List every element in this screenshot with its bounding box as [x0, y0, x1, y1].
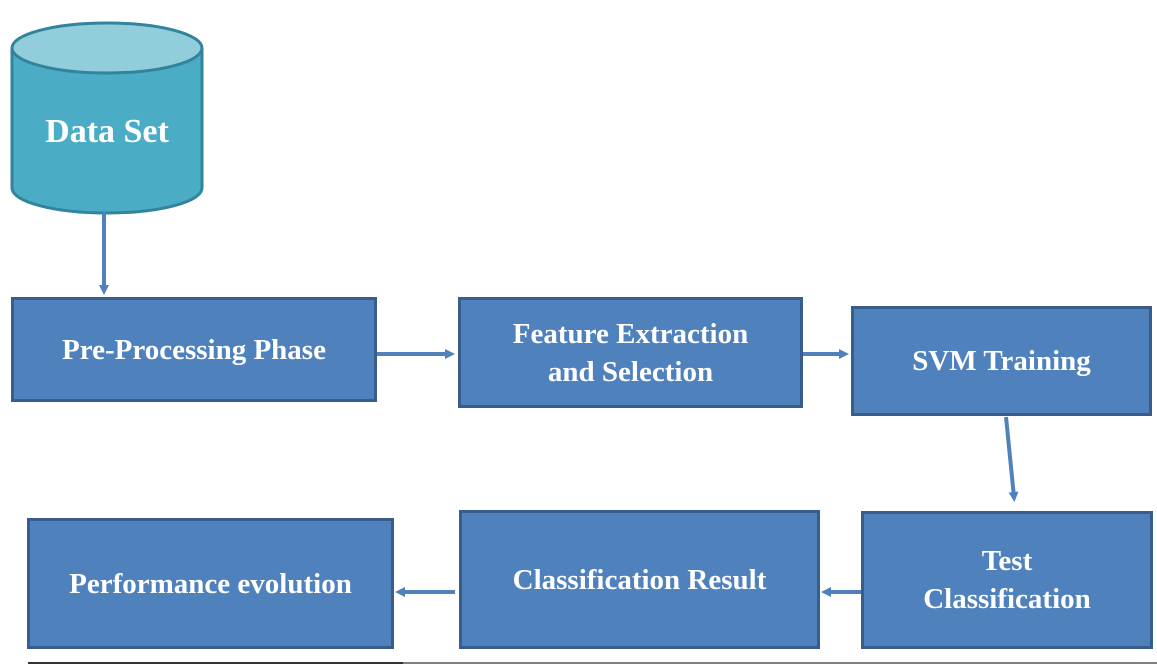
feature-extraction-node: Feature Extraction and Selection — [458, 297, 803, 408]
bottom-rule — [28, 662, 1157, 664]
svm-training-label: SVM Training — [912, 345, 1091, 377]
feature-extraction-label: Feature Extraction and Selection — [512, 317, 749, 388]
pre-processing-node: Pre-Processing Phase — [11, 297, 377, 402]
data-set-cylinder — [10, 21, 204, 215]
test-classification-label: Test Classification — [923, 545, 1091, 615]
arrow-svm-to-test — [1004, 416, 1019, 502]
bottom-rule-accent — [28, 662, 403, 664]
classification-result-label: Classification Result — [512, 563, 767, 596]
performance-evolution-label: Performance evolution — [69, 567, 352, 600]
classification-result-node: Classification Result — [459, 510, 820, 649]
svm-training-node: SVM Training — [851, 306, 1152, 416]
test-classification-node: Test Classification — [861, 511, 1153, 649]
performance-evolution-node: Performance evolution — [27, 518, 394, 649]
data-set-label: Data Set — [45, 113, 169, 150]
pre-processing-label: Pre-Processing Phase — [62, 333, 326, 366]
